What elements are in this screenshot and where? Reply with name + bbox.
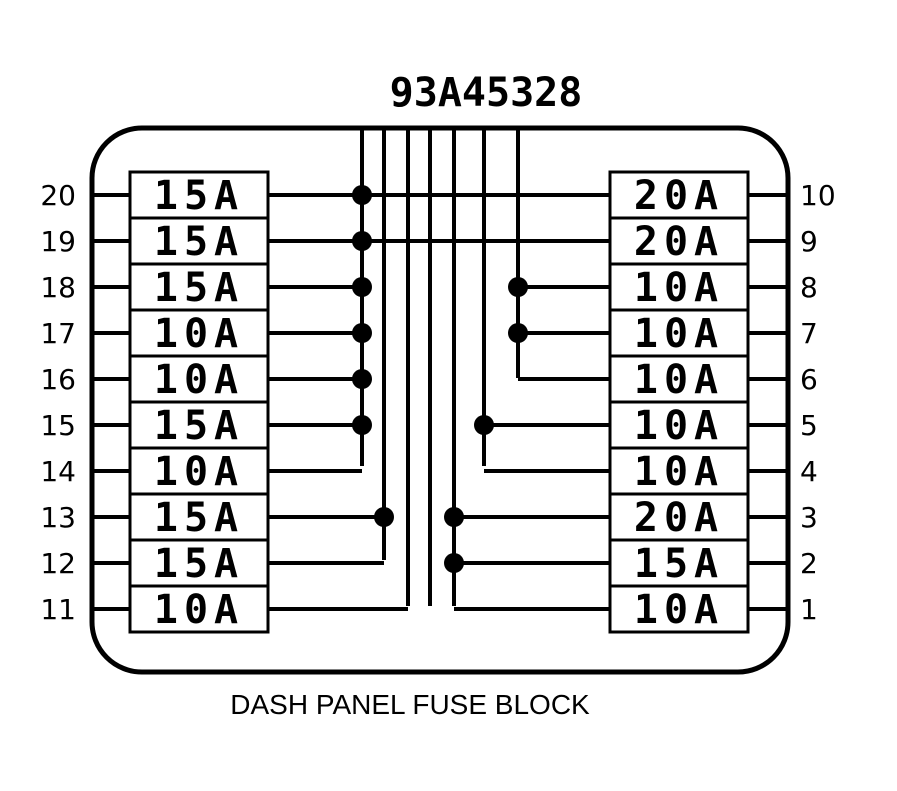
junction-dot xyxy=(444,507,464,527)
fuse-rating: 15A xyxy=(634,541,724,587)
fuse-rating: 15A xyxy=(154,219,244,265)
pin-number: 16 xyxy=(40,363,76,396)
pin-number: 2 xyxy=(800,547,818,580)
fuse-rating: 10A xyxy=(634,403,724,449)
fuse-row-left: 15A 15 xyxy=(40,400,362,450)
pin-number: 20 xyxy=(40,179,76,212)
fuse-cell xyxy=(128,584,270,634)
junction-dot xyxy=(374,507,394,527)
fuse-row-right: 10A 6 xyxy=(518,354,818,404)
fuse-row-right: 15A 2 xyxy=(454,538,818,588)
pin-number: 13 xyxy=(40,501,76,534)
fuse-rating: 15A xyxy=(154,541,244,587)
fuse-rating: 15A xyxy=(154,495,244,541)
fuse-row-left: 10A 16 xyxy=(40,354,362,404)
pin-number: 7 xyxy=(800,317,818,350)
fuse-rating: 10A xyxy=(154,357,244,403)
fuse-block-outline xyxy=(89,125,791,675)
fuse-cell xyxy=(128,216,270,266)
bus-bars xyxy=(360,128,520,606)
pin-number: 9 xyxy=(800,225,818,258)
pin-number: 19 xyxy=(40,225,76,258)
junction-dot xyxy=(508,277,528,297)
right-fuse-column: 20A 10 20A 9 10A 8 10A 7 10A 6 10A 5 10A 4 20A 3 15A 2 10A… xyxy=(362,170,836,634)
diagram-caption: DASH PANEL FUSE BLOCK xyxy=(230,689,590,720)
fuse-row-right: 10A 5 xyxy=(484,400,818,450)
junction-dot xyxy=(352,185,372,205)
pin-number: 5 xyxy=(800,409,818,442)
pin-number: 14 xyxy=(40,455,76,488)
fuse-cell xyxy=(608,262,750,312)
fuse-cell xyxy=(608,400,750,450)
fuse-row-left: 10A 11 xyxy=(40,584,408,634)
fuse-rating: 20A xyxy=(634,495,724,541)
pin-number: 1 xyxy=(800,593,818,626)
fuse-row-left: 15A 20 xyxy=(40,170,362,220)
pin-number: 3 xyxy=(800,501,818,534)
pin-number: 6 xyxy=(800,363,818,396)
junction-dot xyxy=(352,323,372,343)
pin-number: 18 xyxy=(40,271,76,304)
pin-number: 11 xyxy=(40,593,76,626)
fuse-cell xyxy=(128,262,270,312)
junction-dot xyxy=(508,323,528,343)
left-fuse-column: 15A 20 15A 19 15A 18 10A 17 10A 16 15A 15 10A 14 15A 13… xyxy=(40,170,408,634)
junction-dot xyxy=(352,277,372,297)
pin-number: 8 xyxy=(800,271,818,304)
junction-dots xyxy=(352,185,528,573)
junction-dot xyxy=(444,553,464,573)
fuse-rating: 10A xyxy=(154,449,244,495)
pin-number: 12 xyxy=(40,547,76,580)
junction-dot xyxy=(352,231,372,251)
fuse-rating: 15A xyxy=(154,403,244,449)
fuse-cell xyxy=(608,170,750,220)
fuse-row-right: 10A 7 xyxy=(518,308,818,358)
fuse-row-left: 10A 17 xyxy=(40,308,362,358)
fuse-cell xyxy=(608,216,750,266)
fuse-cell xyxy=(128,354,270,404)
fuse-row-right: 20A 3 xyxy=(454,492,818,542)
pin-number: 4 xyxy=(800,455,818,488)
junction-dot xyxy=(352,415,372,435)
fuse-row-left: 15A 13 xyxy=(40,492,384,542)
fuse-row-left: 15A 12 xyxy=(40,538,384,588)
fuse-rating: 20A xyxy=(634,173,724,219)
fuse-rating: 10A xyxy=(154,587,244,633)
fuse-row-left: 10A 14 xyxy=(40,446,362,496)
fuse-rating: 10A xyxy=(634,357,724,403)
pin-number: 17 xyxy=(40,317,76,350)
pin-number: 10 xyxy=(800,179,836,212)
fuse-row-left: 15A 19 xyxy=(40,216,362,266)
fuse-rating: 10A xyxy=(634,449,724,495)
pin-number: 15 xyxy=(40,409,76,442)
junction-dot xyxy=(474,415,494,435)
fuse-rating: 20A xyxy=(634,219,724,265)
fuse-rating: 15A xyxy=(154,265,244,311)
junction-dot xyxy=(352,369,372,389)
fuse-row-right: 10A 8 xyxy=(518,262,818,312)
part-number: 93A45328 xyxy=(390,70,583,116)
fuse-rating: 10A xyxy=(634,311,724,357)
fuse-row-right: 10A 4 xyxy=(484,446,818,496)
fuse-rating: 10A xyxy=(154,311,244,357)
fuse-row-left: 15A 18 xyxy=(40,262,362,312)
fuse-rating: 15A xyxy=(154,173,244,219)
fuse-row-right: 10A 1 xyxy=(454,584,818,634)
fuse-rating: 10A xyxy=(634,265,724,311)
fuse-rating: 10A xyxy=(634,587,724,633)
